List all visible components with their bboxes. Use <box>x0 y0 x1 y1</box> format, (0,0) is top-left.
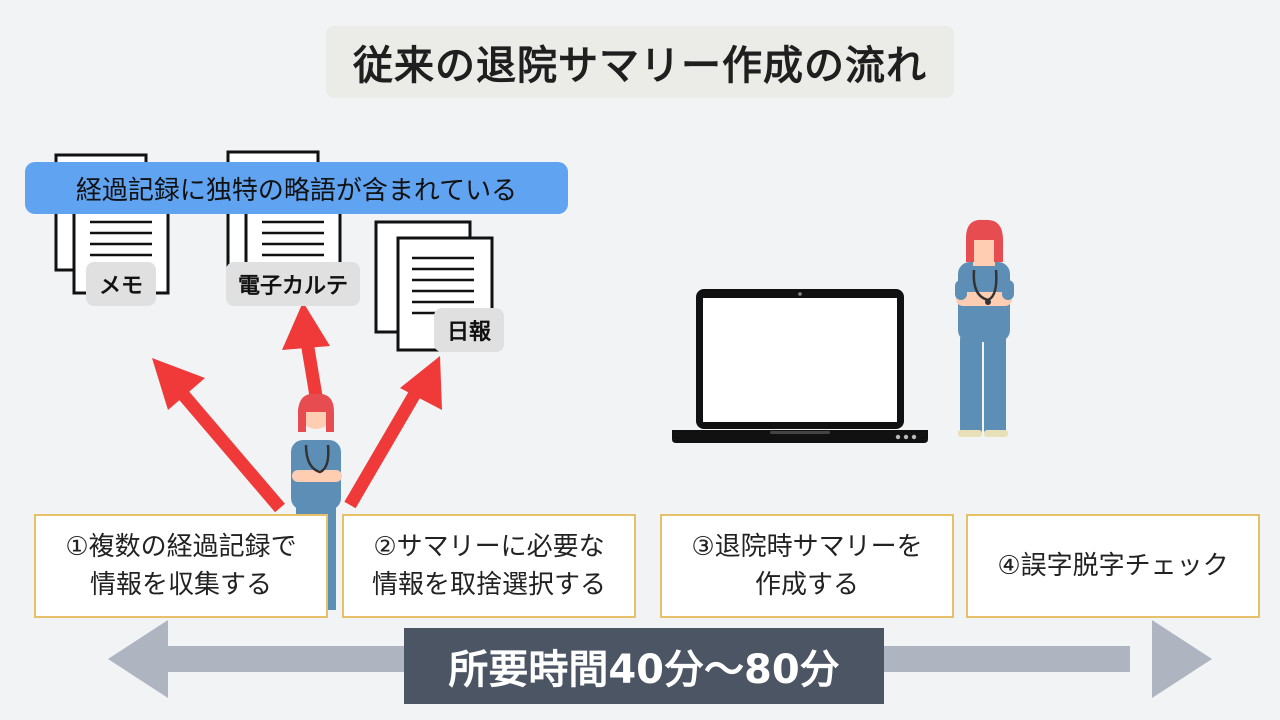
e-chart-label: 電子カルテ <box>226 262 360 306</box>
step-2-select-info: ②サマリーに必要な 情報を取捨選択する <box>342 514 636 618</box>
nurse-figure-standing <box>955 219 1014 437</box>
page-title: 従来の退院サマリー作成の流れ <box>326 26 954 98</box>
daily-report-label: 日報 <box>434 308 504 352</box>
laptop-icon <box>672 289 928 443</box>
step-4-typo-check: ④誤字脱字チェック <box>966 514 1260 618</box>
step-3-create-summary: ③退院時サマリーを 作成する <box>660 514 954 618</box>
step-1-collect-info: ①複数の経過記録で 情報を収集する <box>34 514 328 618</box>
required-time-label: 所要時間40分〜80分 <box>404 628 884 704</box>
abbreviation-banner: 経過記録に独特の略語が含まれている <box>25 162 568 214</box>
red-arrows <box>152 302 442 513</box>
memo-label: メモ <box>86 262 156 306</box>
